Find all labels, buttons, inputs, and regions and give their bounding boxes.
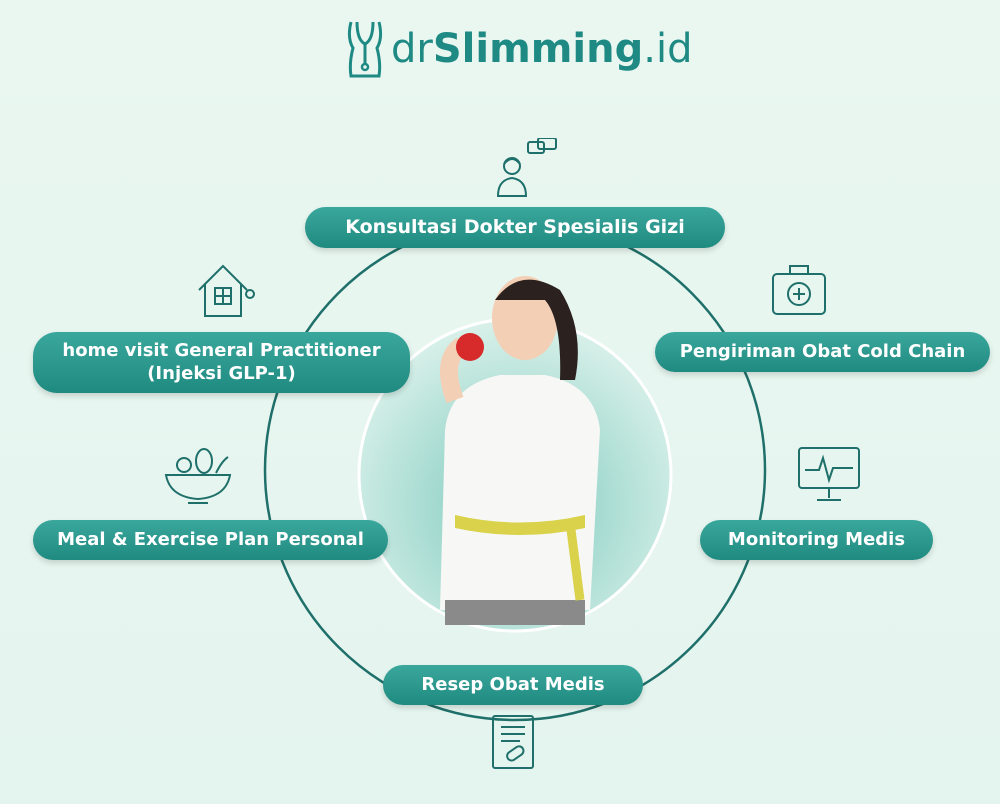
logo-brand: Slimming xyxy=(432,26,644,72)
medical-kit-icon xyxy=(772,265,826,315)
service-monitoring: Monitoring Medis xyxy=(700,520,933,560)
service-label: Resep Obat Medis xyxy=(421,673,605,695)
service-label: Konsultasi Dokter Spesialis Gizi xyxy=(345,215,685,238)
service-label: home visit General Practitioner xyxy=(62,340,381,361)
service-sublabel: (Injeksi GLP-1) xyxy=(147,362,296,384)
prescription-icon xyxy=(492,715,534,769)
logo-suffix: .id xyxy=(643,26,693,72)
service-label: Pengiriman Obat Cold Chain xyxy=(679,340,966,362)
home-visit-icon xyxy=(198,264,255,317)
service-home-visit: home visit General Practitioner (Injeksi… xyxy=(33,332,410,393)
service-label: Monitoring Medis xyxy=(727,528,906,550)
service-konsultasi: Konsultasi Dokter Spesialis Gizi xyxy=(305,207,725,248)
stethoscope-body-logo-icon xyxy=(347,21,383,78)
service-label: Meal & Exercise Plan Personal xyxy=(57,528,364,550)
heart-monitor-icon xyxy=(798,447,860,501)
service-meal-plan: Meal & Exercise Plan Personal xyxy=(33,520,388,560)
logo-prefix: dr xyxy=(391,26,433,72)
doctor-chat-icon xyxy=(496,138,557,197)
woman-illustration xyxy=(439,276,600,625)
salad-bowl-icon xyxy=(164,448,232,504)
service-resep: Resep Obat Medis xyxy=(383,665,643,705)
service-pengiriman: Pengiriman Obat Cold Chain xyxy=(655,332,990,372)
